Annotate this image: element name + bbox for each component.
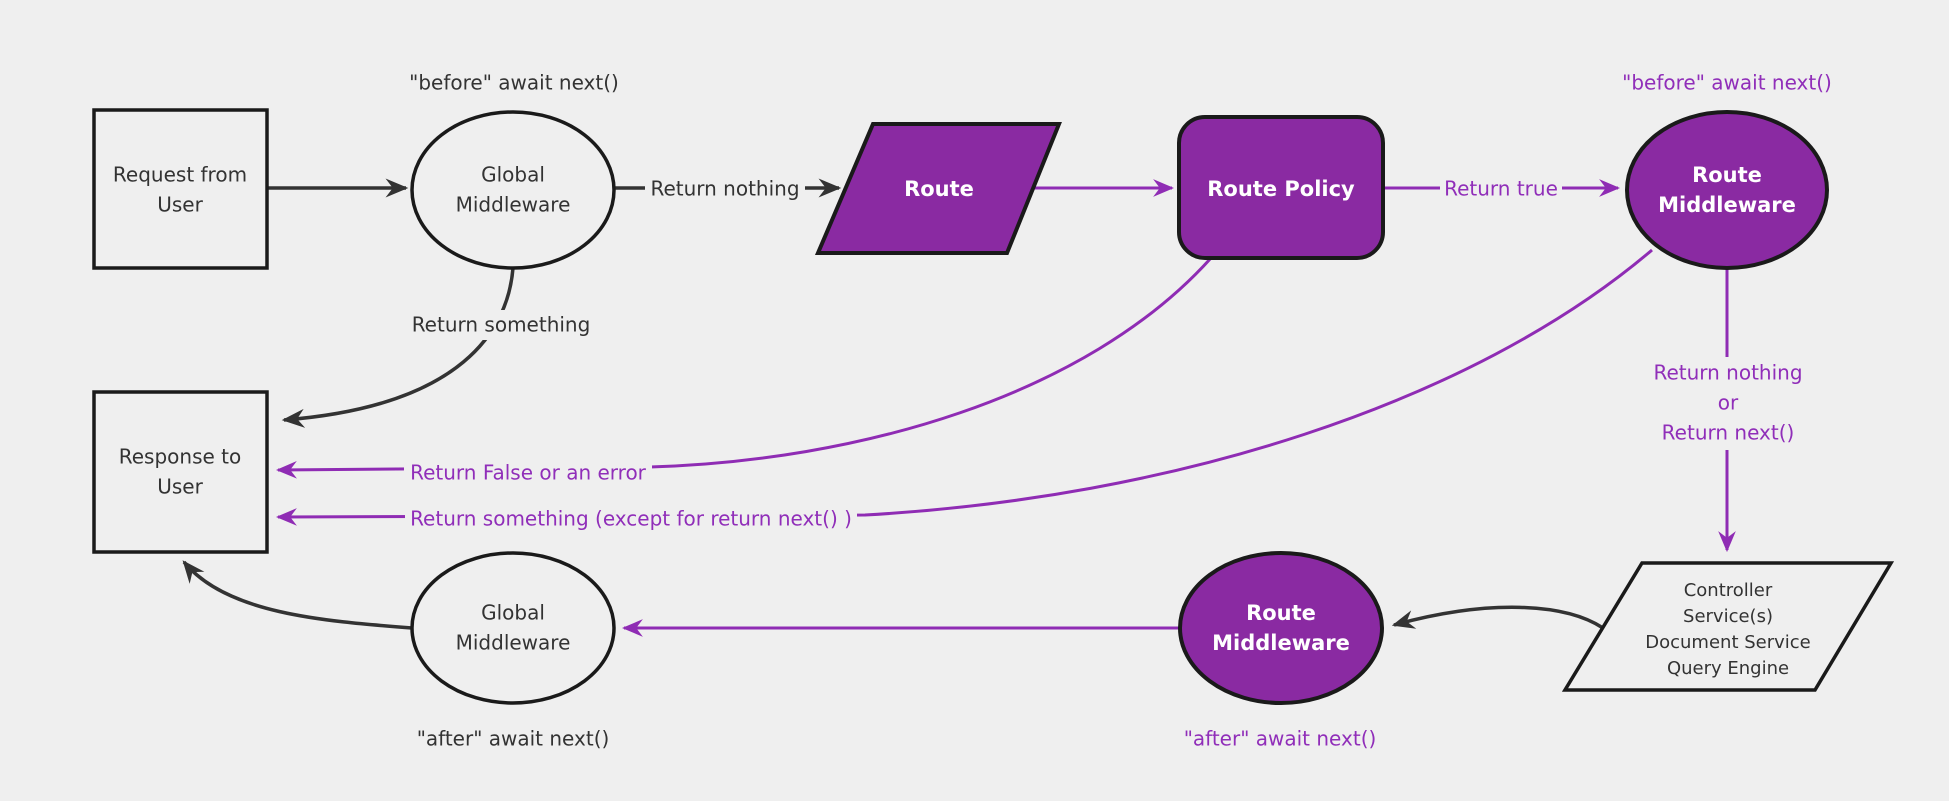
- node-route-middleware-top-label-line-2: Middleware: [1658, 193, 1796, 217]
- label-return-something: Return something: [412, 313, 591, 337]
- node-response-to-user: [92, 390, 269, 554]
- node-global-middleware-top-label-line-2: Middleware: [456, 193, 571, 217]
- label-return-nothing-or-next-line-1: Return nothing: [1653, 361, 1802, 385]
- node-global-middleware-bottom-label-line-1: Global: [481, 601, 545, 625]
- node-route-middleware-bottom-label-line-2: Middleware: [1212, 631, 1350, 655]
- node-controller-stack-label-line-1: Controller: [1684, 580, 1773, 601]
- node-controller-stack: [1561, 561, 1895, 692]
- label-return-something-except: Return something (except for return next…: [410, 507, 852, 531]
- node-route: [814, 122, 1062, 255]
- node-controller-stack-label-line-4: Query Engine: [1667, 658, 1789, 679]
- node-global-middleware-bottom: [410, 551, 616, 705]
- edge-controller-stack-to-route-middleware-after: [1391, 605, 1604, 630]
- node-global-middleware-bottom-label-line-2: Middleware: [456, 631, 571, 655]
- label-return-true: Return true: [1444, 177, 1558, 201]
- node-controller-stack-label-line-2: Service(s): [1683, 606, 1773, 627]
- node-route-label: Route: [904, 177, 974, 201]
- label-return-nothing-or-next-line-2: or: [1718, 391, 1739, 415]
- label-bg-return-nothing-or-next: [1644, 357, 1812, 450]
- node-route-middleware-top-label-line-1: Route: [1692, 163, 1762, 187]
- label-after-await-next-global: "after" await next(): [417, 727, 610, 751]
- node-route-policy: [1177, 115, 1385, 260]
- label-bg-return-false-or-error: [404, 458, 652, 488]
- node-global-middleware-top: [410, 110, 616, 270]
- edge-global-middleware-return-something-to-response: [281, 267, 515, 428]
- edge-route-policy-return-false-to-response: [275, 256, 1213, 479]
- label-return-nothing: Return nothing: [650, 177, 799, 201]
- node-route-middleware-top: [1625, 110, 1829, 270]
- edge-route-middleware-return-something-to-response: [275, 248, 1653, 526]
- edge-global-middleware-after-to-response: [182, 560, 413, 630]
- label-bg-return-true: [1440, 174, 1562, 204]
- label-after-await-next-route: "after" await next(): [1184, 727, 1377, 751]
- node-response-to-user-label-line-2: User: [157, 475, 203, 499]
- node-route-middleware-bottom: [1178, 551, 1384, 705]
- node-response-to-user-label-line-1: Response to: [119, 445, 242, 469]
- node-request-from-user: [92, 108, 269, 270]
- label-return-nothing-or-next-line-3: Return next(): [1662, 421, 1795, 445]
- node-request-from-user-label-line-2: User: [157, 193, 203, 217]
- label-return-false-or-error: Return False or an error: [410, 461, 647, 485]
- label-before-await-next-route: "before" await next(): [1622, 71, 1832, 95]
- label-before-await-next-global: "before" await next(): [409, 71, 619, 95]
- label-bg-return-something-except: [405, 504, 857, 534]
- label-bg-return-something: [410, 310, 592, 340]
- node-route-policy-label: Route Policy: [1207, 177, 1355, 201]
- node-controller-stack-label-line-3: Document Service: [1645, 632, 1811, 653]
- node-route-middleware-bottom-label-line-1: Route: [1246, 601, 1316, 625]
- node-global-middleware-top-label-line-1: Global: [481, 163, 545, 187]
- label-bg-return-nothing: [645, 174, 805, 204]
- node-request-from-user-label-line-1: Request from: [113, 163, 247, 187]
